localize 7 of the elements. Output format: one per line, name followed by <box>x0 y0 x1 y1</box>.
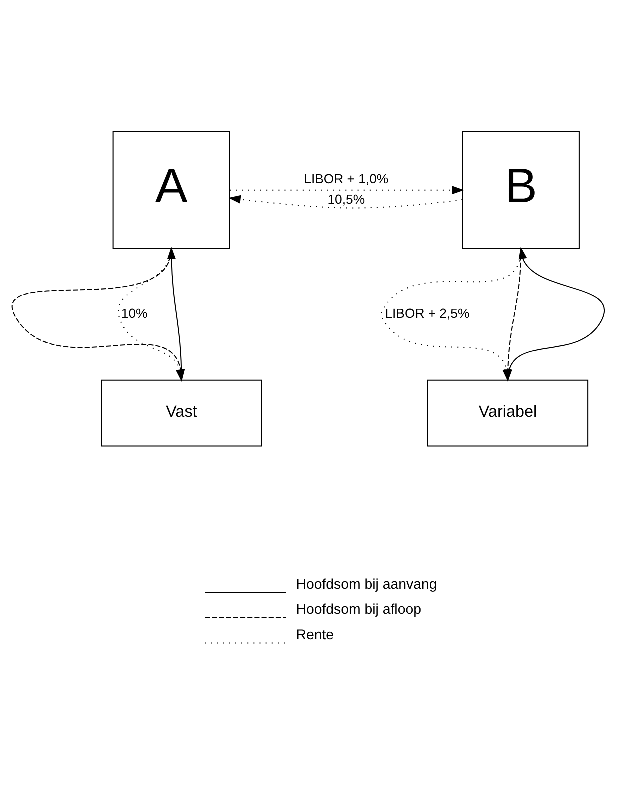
edge-label: 10% <box>121 306 148 321</box>
legend-label: Hoofdsom bij afloop <box>296 602 422 618</box>
legend-label: Hoofdsom bij aanvang <box>296 576 438 593</box>
legend-label: Rente <box>296 627 334 644</box>
edge-label: LIBOR + 2,5% <box>385 306 470 321</box>
edge-label: LIBOR + 1,0% <box>304 172 389 187</box>
edge-label: 10,5% <box>328 192 366 207</box>
